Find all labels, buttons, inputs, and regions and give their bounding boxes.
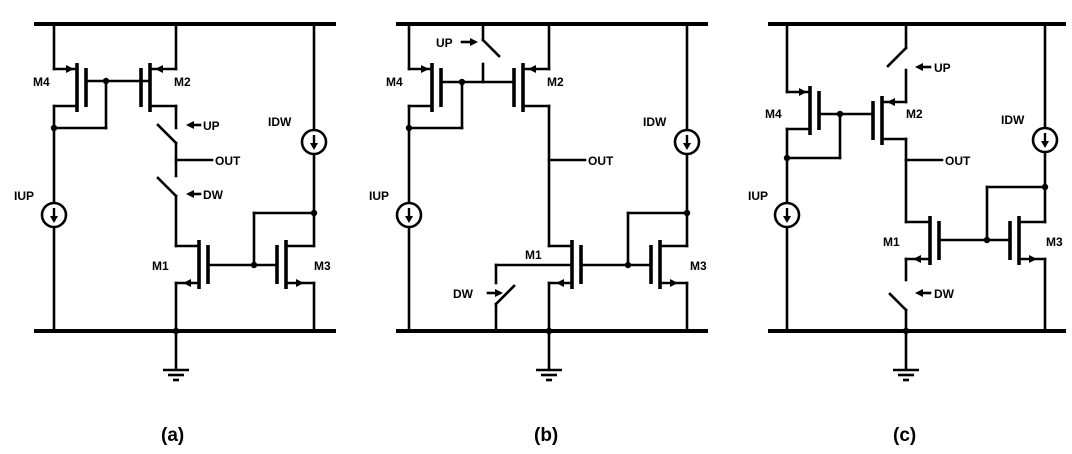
- m4-transistor: [407, 63, 443, 112]
- up-switch: [156, 123, 178, 145]
- idw-current-source-icon: [1031, 126, 1059, 154]
- label-iup: IUP: [748, 189, 768, 203]
- ground-icon: [161, 368, 191, 382]
- caption-c: (c): [893, 425, 916, 446]
- label-dw: DW: [934, 287, 955, 301]
- label-up: UP: [203, 119, 220, 133]
- label-iup: IUP: [14, 189, 34, 203]
- caption-b: (b): [534, 425, 558, 446]
- label-m4: M4: [386, 75, 403, 89]
- label-m2: M2: [547, 75, 564, 89]
- iup-current-source-icon: [395, 201, 423, 229]
- label-m3: M3: [314, 259, 331, 273]
- label-m3: M3: [1046, 235, 1063, 249]
- label-idw: IDW: [1001, 113, 1025, 127]
- label-m4: M4: [33, 75, 50, 89]
- m1-transistor: [174, 240, 210, 289]
- ground-icon: [891, 368, 921, 382]
- iup-current-source-icon: [40, 201, 68, 229]
- label-m3: M3: [690, 259, 707, 273]
- m4-transistor: [785, 86, 821, 135]
- label-m2: M2: [906, 107, 923, 121]
- m2-transistor: [512, 63, 551, 112]
- label-out: OUT: [588, 154, 614, 168]
- dw-switch: [888, 292, 908, 312]
- label-idw: IDW: [268, 115, 292, 129]
- label-m2: M2: [174, 75, 191, 89]
- ground-icon: [534, 368, 564, 382]
- panel-c: M4 M2 M1 M3 IUP IDW UP DW OUT (c): [748, 22, 1066, 446]
- label-dw: DW: [203, 188, 224, 202]
- m1-transistor: [904, 216, 941, 265]
- m3-transistor: [649, 240, 689, 289]
- m3-transistor: [1008, 216, 1047, 265]
- m4-transistor: [52, 63, 88, 112]
- label-m4: M4: [765, 107, 782, 121]
- m2-transistor: [871, 96, 908, 145]
- idw-current-source-icon: [300, 128, 328, 156]
- label-m1: M1: [525, 248, 542, 262]
- up-switch: [481, 38, 501, 58]
- dw-switch: [156, 176, 178, 198]
- dw-switch: [494, 284, 516, 306]
- label-idw: IDW: [643, 115, 667, 129]
- m3-transistor: [275, 240, 316, 289]
- m2-transistor: [139, 63, 178, 112]
- label-m1: M1: [152, 259, 169, 273]
- iup-current-source-icon: [773, 201, 801, 229]
- panel-a: M4 M2 M1 M3 IUP IDW UP DW OUT (a): [14, 22, 336, 446]
- label-iup: IUP: [369, 189, 389, 203]
- up-switch: [886, 46, 908, 68]
- label-up: UP: [934, 61, 951, 75]
- label-up: UP: [436, 36, 453, 50]
- panel-b: M4 M2 M1 M3 IUP IDW UP DW OUT (b): [369, 22, 708, 446]
- label-out: OUT: [215, 154, 241, 168]
- label-m1: M1: [883, 235, 900, 249]
- caption-a: (a): [161, 425, 184, 446]
- idw-current-source-icon: [673, 128, 701, 156]
- label-dw: DW: [453, 287, 474, 301]
- label-out: OUT: [945, 154, 971, 168]
